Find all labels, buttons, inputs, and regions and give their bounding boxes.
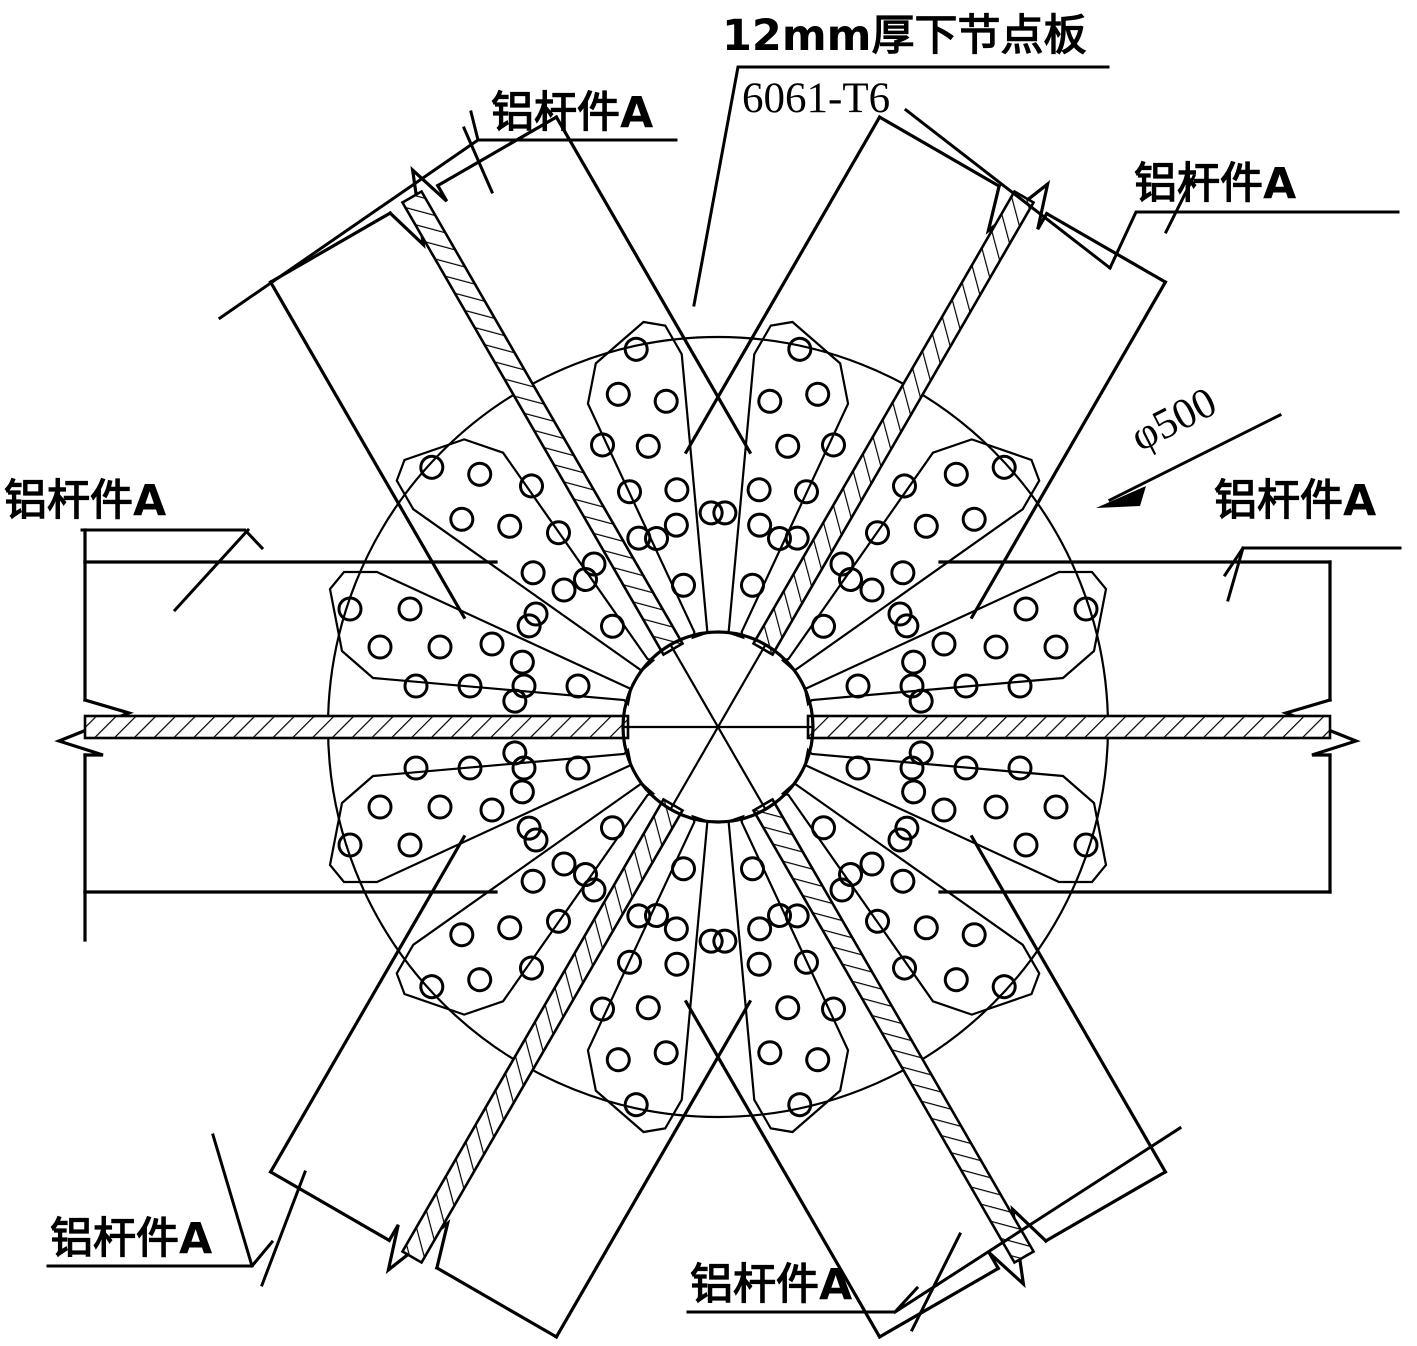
gusset-lobe [586,814,709,1134]
central-hub [621,630,815,824]
member-label-lower-left: 铝杆件A [50,1214,213,1264]
leader-member-left [80,528,265,551]
gusset-lobe [803,747,1108,884]
member-label-left: 铝杆件A [4,476,167,526]
leader-member-upper-right [1108,210,1400,270]
gusset-lobe [803,570,1108,707]
plate-material-note: 6061-T6 [742,75,890,122]
leader-diameter [1107,412,1283,503]
leader-member-upper-left-tick [462,126,494,194]
member-label-upper-right: 铝杆件A [1134,159,1297,209]
leader-member-lower-left-tick [260,1170,307,1287]
gusset-lobe [727,320,850,640]
member-web-plate-left [83,714,630,740]
member-label-lower-right: 铝杆件A [690,1260,853,1310]
aluminium-member-group [54,114,1361,1340]
member-upper-left [268,114,753,620]
diameter-arrowhead [1096,486,1146,508]
leader-member-right-tick [1226,546,1245,602]
plate-thickness-note: 12mm厚下节点板 [722,11,1086,61]
leader-member-lower-right-tick [909,1231,963,1333]
leader-member-upper-right-tick [1163,173,1197,235]
gusset-lobe [328,747,633,884]
leader-line-group [46,65,1402,1333]
leader-member-left-tick [172,527,251,613]
gusset-lobe [395,781,656,1016]
gusset-lobe [395,438,656,673]
member-left [54,528,498,942]
gusset-lobe-group [328,320,1108,1134]
leader-member-lower-left-ext [211,1133,254,1268]
member-web-plate-group [83,189,1332,1265]
gusset-lobe [328,570,633,707]
member-lower-right [683,834,1168,1340]
leader-gusset-plate [692,65,1110,307]
gusset-lobe [727,814,850,1134]
gusset-lobe [780,781,1041,1016]
leader-member-upper-right-ext [903,107,1113,271]
gusset-lobe [586,320,709,640]
leader-member-lower-right-ext [892,1125,1183,1315]
leader-member-upper-left [217,137,481,321]
annotation-text-group: 12mm厚下节点板 6061-T6 φ500 铝杆件A 铝杆件A 铝杆件A 铝杆… [4,11,1377,1310]
member-label-right: 铝杆件A [1214,476,1377,526]
gusset-lobe [780,438,1041,673]
bolt-hole-group [337,310,1099,1144]
member-web-plate-right [806,714,1332,740]
member-label-upper-left: 铝杆件A [491,88,654,138]
